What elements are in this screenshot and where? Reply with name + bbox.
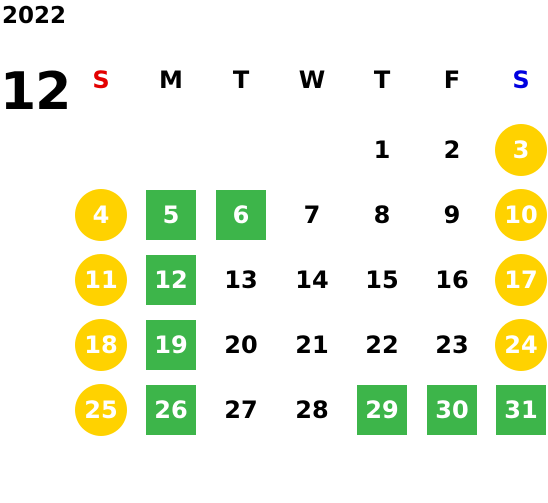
day-cell-closed[interactable]: 29 — [357, 385, 407, 435]
year-label: 2022 — [2, 3, 67, 29]
day-cell[interactable]: 14 — [295, 266, 329, 294]
weekday-label-thu: T — [373, 66, 391, 94]
weekday-label-sat: S — [512, 66, 530, 94]
day-cell[interactable]: 23 — [435, 331, 469, 359]
day-cell[interactable]: 8 — [373, 201, 391, 229]
day-cell[interactable]: 16 — [435, 266, 469, 294]
month-number: 12 — [0, 62, 71, 122]
day-cell[interactable]: 20 — [224, 331, 258, 359]
day-cell-holiday[interactable]: 11 — [75, 254, 127, 306]
day-cell[interactable]: 22 — [365, 331, 399, 359]
day-cell[interactable]: 21 — [295, 331, 329, 359]
weekday-label-mon: M — [159, 66, 183, 94]
day-cell-closed[interactable]: 6 — [216, 190, 266, 240]
day-cell-closed[interactable]: 31 — [496, 385, 546, 435]
day-cell[interactable]: 28 — [295, 396, 329, 424]
weekday-label-wed: W — [298, 66, 326, 94]
day-cell[interactable]: 9 — [443, 201, 461, 229]
weekday-label-tue: T — [232, 66, 250, 94]
day-cell[interactable]: 1 — [373, 136, 391, 164]
day-cell-holiday[interactable]: 17 — [495, 254, 547, 306]
day-cell-closed[interactable]: 30 — [427, 385, 477, 435]
day-cell-holiday[interactable]: 4 — [75, 189, 127, 241]
weekday-label-sun: S — [92, 66, 110, 94]
day-cell-holiday[interactable]: 3 — [495, 124, 547, 176]
day-cell-holiday[interactable]: 25 — [75, 384, 127, 436]
day-cell-holiday[interactable]: 24 — [495, 319, 547, 371]
day-cell-closed[interactable]: 26 — [146, 385, 196, 435]
day-cell-closed[interactable]: 5 — [146, 190, 196, 240]
day-cell[interactable]: 15 — [365, 266, 399, 294]
day-cell[interactable]: 27 — [224, 396, 258, 424]
weekday-label-fri: F — [443, 66, 461, 94]
day-cell[interactable]: 7 — [303, 201, 321, 229]
day-cell[interactable]: 2 — [443, 136, 461, 164]
day-cell[interactable]: 13 — [224, 266, 258, 294]
day-cell-holiday[interactable]: 10 — [495, 189, 547, 241]
day-cell-closed[interactable]: 12 — [146, 255, 196, 305]
day-cell-holiday[interactable]: 18 — [75, 319, 127, 371]
day-cell-closed[interactable]: 19 — [146, 320, 196, 370]
